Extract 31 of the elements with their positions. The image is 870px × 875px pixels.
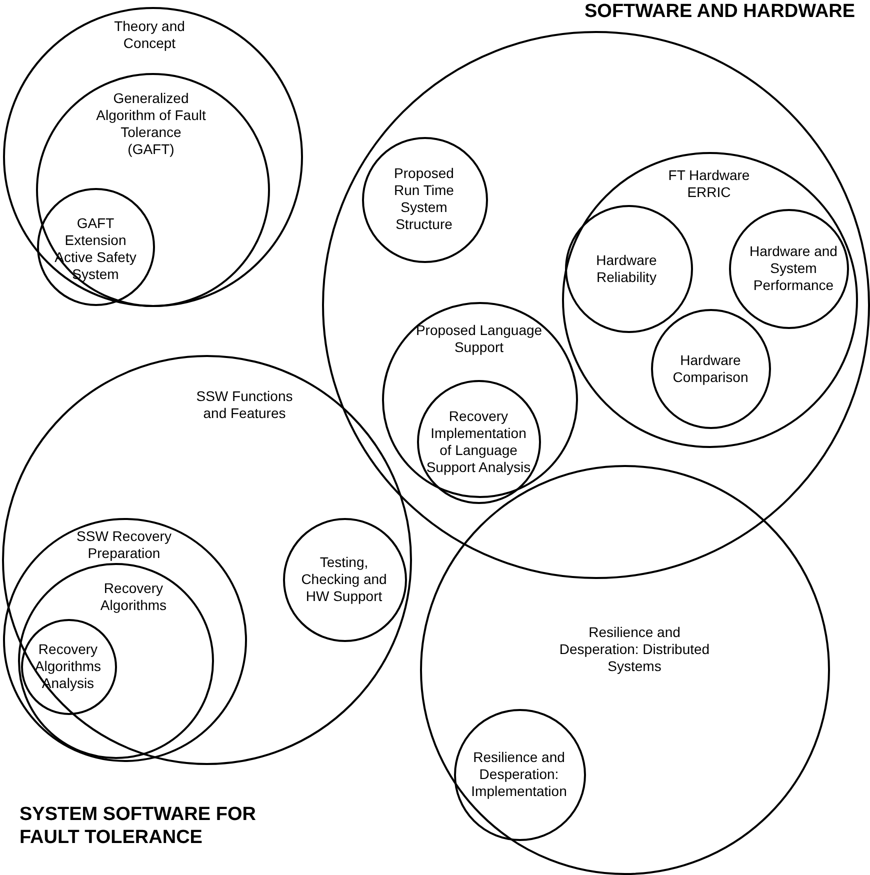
circle-label: Hardware and System Performance	[748, 243, 838, 294]
circle-label: Hardware Reliability	[595, 252, 658, 286]
circle-label: Recovery Implementation of Language Support Analysis	[425, 408, 532, 476]
circle	[417, 380, 541, 504]
circle	[2, 518, 246, 762]
circle	[454, 708, 586, 840]
circle	[18, 563, 214, 759]
circle-label: SSW Recovery Preparation	[76, 528, 172, 562]
circle-label: SSW Functions and Features	[195, 388, 294, 422]
circle-label: Resilience and Desperation: Distributed Systems	[558, 624, 711, 675]
circle	[562, 152, 858, 448]
circle-label: Recovery Algorithms	[99, 580, 168, 614]
circle-label: Generalized Algorithm of Fault Tolerance (GAFT)	[96, 90, 206, 158]
circle	[362, 136, 488, 262]
section-heading: SYSTEM SOFTWARE FOR FAULT TOLERANCE	[20, 802, 257, 848]
circle	[282, 518, 406, 642]
circle	[729, 209, 849, 329]
circle	[36, 72, 270, 306]
circle	[565, 205, 693, 333]
section-heading: SOFTWARE AND HARDWARE	[584, 0, 856, 22]
circle-label: Theory and Concept	[113, 18, 186, 52]
circle-label: FT Hardware ERRIC	[667, 167, 751, 201]
circle	[3, 7, 303, 307]
circle	[651, 309, 771, 429]
circle-label: Proposed Run Time System Structure	[393, 165, 455, 233]
circle-label: Resilience and Desperation: Implementation	[470, 748, 568, 800]
circle-label: Proposed Language Support	[414, 322, 544, 356]
circle-label: Hardware Comparison	[672, 352, 750, 386]
circle	[37, 188, 155, 306]
circle	[20, 618, 116, 714]
circle-label: Testing, Checking and HW Support	[300, 554, 388, 604]
